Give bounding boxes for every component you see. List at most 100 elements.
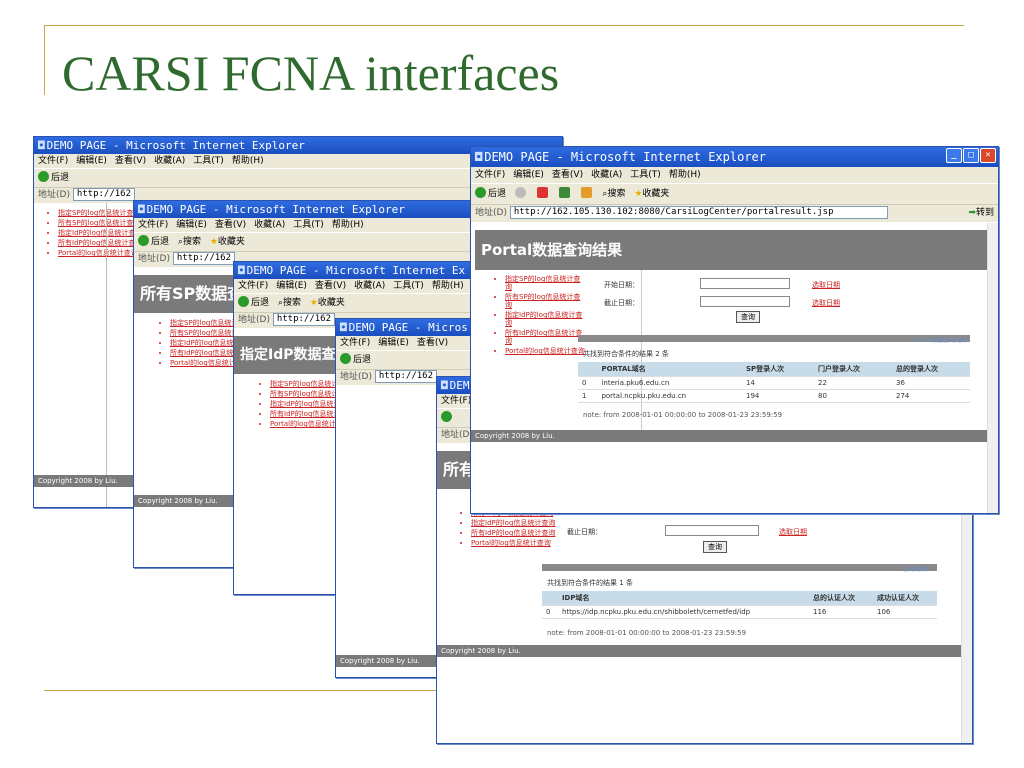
column-header: IDP域名 [557,591,809,606]
search-button[interactable]: ⌕搜索 [177,237,201,247]
menu-help[interactable]: 帮助(H) [331,220,364,230]
end-date-input[interactable] [700,296,790,307]
menu-view[interactable]: 查看(V) [416,338,449,348]
menu-file[interactable]: 文件(F) [38,156,69,166]
menu-bar[interactable]: 文件(F) 编辑(E) 查看(V) 收藏(A) 工具(T) 帮助(H) [34,154,562,168]
menu-favorites[interactable]: 收藏(A) [591,170,623,180]
menu-edit[interactable]: 编辑(E) [513,170,544,180]
maximize-icon[interactable]: □ [963,148,979,163]
address-input[interactable]: http://162 [374,370,438,383]
menu-favorites[interactable]: 收藏(A) [354,281,386,291]
favorites-button[interactable]: ★收藏夹 [309,298,345,308]
end-date-picker-link[interactable]: 选取日期 [779,528,807,536]
close-icon[interactable]: ✕ [980,148,996,163]
nav-item[interactable]: 所有SP的log信息统计查询 [505,293,585,309]
end-date-label: 截止日期： [567,528,602,536]
search-button[interactable]: ⌕搜索 [602,189,626,199]
go-button[interactable]: ➡转到 [968,208,994,218]
window-title-bar[interactable]: ◘DEMO PAGE - Microsoft Internet Explorer [134,201,562,218]
nav-item[interactable]: 所有IdP的log信息统计查询 [58,239,562,247]
back-button[interactable]: 后退 [340,353,371,365]
nav-item[interactable]: Portal的log信息统计查询 [471,539,972,547]
menu-tools[interactable]: 工具(T) [393,281,424,291]
menu-view[interactable]: 查看(V) [551,170,584,180]
menu-file[interactable]: 文件(F) [238,281,269,291]
nav-item[interactable]: 所有IdP的log信息统计查询 [270,410,562,418]
menu-edit[interactable]: 编辑(E) [276,281,307,291]
forward-button[interactable] [514,187,528,199]
window-title-bar[interactable]: ◘DEMO PAGE - Microsoft Internet Explorer [34,137,562,154]
start-date-input[interactable] [700,278,790,289]
nav-item[interactable]: Portal的log信息统计查询 [505,347,585,355]
refresh-button[interactable] [558,187,572,199]
nav-item[interactable]: 指定SP的log信息统计查询 [505,275,585,291]
end-date-input[interactable] [665,525,759,536]
favorites-button[interactable]: ★收藏夹 [634,189,670,199]
nav-item[interactable]: Portal的log信息统计查询 [170,359,562,367]
query-button[interactable]: 查询 [703,541,727,553]
nav-item[interactable]: 指定SP的log信息统计查询 [58,209,562,217]
nav-item[interactable]: 所有SP的log信息统计查询 [170,329,562,337]
menu-help[interactable]: 帮助(H) [231,156,264,166]
nav-item[interactable]: 所有IdP的log信息统计查询 [471,529,972,537]
menu-favorites[interactable]: 收藏(A) [154,156,186,166]
nav-item[interactable]: 指定IdP的log信息统计查询 [471,519,972,527]
scrollbar[interactable] [961,443,972,743]
nav-item[interactable]: 所有SP的log信息统计查询 [58,219,562,227]
menu-view[interactable]: 查看(V) [114,156,147,166]
menu-bar[interactable]: 文件(F) 编辑(E) 查看(V) 收藏(A) 工具(T) 帮助(H) [134,218,562,232]
back-button[interactable]: 后退 [38,171,69,183]
browser-window-portal[interactable]: ◘DEMO PAGE - Microsoft Internet Explorer… [470,146,999,514]
nav-item[interactable]: 所有IdP的log信息统计查询 [505,329,585,345]
nav-item[interactable]: 指定IdP的log信息统计查询 [270,400,562,408]
query-button[interactable]: 查询 [736,311,760,323]
menu-help[interactable]: 帮助(H) [431,281,464,291]
nav-item[interactable]: 所有SP的log信息统计查询 [270,390,562,398]
nav-item[interactable]: 指定IdP的log信息统计查询 [505,311,585,327]
menu-file[interactable]: 文件(F) [340,338,371,348]
nav-item[interactable]: 所有IdP的log信息统计查询 [170,349,562,357]
scrollbar[interactable] [987,223,998,513]
back-button[interactable] [441,411,454,423]
address-input[interactable]: http://162 [72,188,136,201]
favorites-button[interactable]: ★收藏夹 [209,237,245,247]
menu-edit[interactable]: 编辑(E) [378,338,409,348]
menu-tools[interactable]: 工具(T) [293,220,324,230]
nav-item[interactable]: Portal的log信息统计查询 [270,420,562,428]
title-rule [44,25,964,26]
menu-help[interactable]: 帮助(H) [668,170,701,180]
result-bar-label: 查询结果 [903,566,928,573]
back-button[interactable]: 后退 [475,187,506,199]
menu-favorites[interactable]: 收藏(A) [254,220,286,230]
nav-item[interactable]: 指定IdP的log信息统计查询 [58,229,562,237]
back-button[interactable]: 后退 [238,296,269,308]
toolbar: 后退 ⌕搜索 ★收藏夹 [471,183,998,204]
menu-tools[interactable]: 工具(T) [193,156,224,166]
nav-item[interactable]: 指定SP的log信息统计查询 [270,380,562,388]
menu-edit[interactable]: 编辑(E) [76,156,107,166]
nav-item[interactable]: 指定SP的log信息统计查询 [170,319,562,327]
column-header: SP登录人次 [742,362,814,377]
stop-button[interactable] [536,187,550,199]
star-icon: ★ [209,237,218,247]
window-title-bar[interactable]: ◘DEMO PAGE - Microsoft Internet Explorer… [471,147,998,167]
home-button[interactable] [580,187,594,199]
end-date-picker-link[interactable]: 选取日期 [812,299,840,307]
menu-view[interactable]: 查看(V) [214,220,247,230]
menu-file[interactable]: 文件(F) [475,170,506,180]
start-date-picker-link[interactable]: 选取日期 [812,281,840,289]
menu-view[interactable]: 查看(V) [314,281,347,291]
minimize-icon[interactable]: _ [946,148,962,163]
menu-file[interactable]: 文件(F) [138,220,169,230]
nav-item[interactable]: Portal的log信息统计查询 [58,249,562,257]
menu-edit[interactable]: 编辑(E) [176,220,207,230]
menu-file[interactable]: 文件(F) [441,396,472,406]
back-button[interactable]: 后退 [138,235,169,247]
address-input[interactable]: http://162 [172,252,236,265]
search-button[interactable]: ⌕搜索 [277,298,301,308]
address-input[interactable]: http://162.105.130.102:8080/CarsiLogCent… [509,206,888,219]
menu-tools[interactable]: 工具(T) [630,170,661,180]
address-input[interactable]: http://162 [272,313,336,326]
menu-bar[interactable]: 文件(F) 编辑(E) 查看(V) 收藏(A) 工具(T) 帮助(H) [471,167,998,183]
nav-item[interactable]: 指定IdP的log信息统计查询 [170,339,562,347]
